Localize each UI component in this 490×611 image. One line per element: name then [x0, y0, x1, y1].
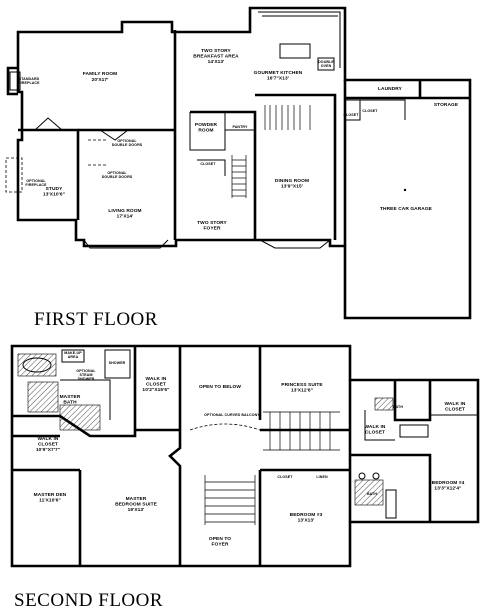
first-floor-title: FIRST FLOOR [34, 309, 158, 330]
first-floor-stair-main [231, 155, 247, 198]
make-up-counter [61, 349, 85, 363]
optional-balcony-label: OPTIONAL CURVED BALCONY [204, 413, 260, 417]
family-angle-2 [99, 129, 129, 141]
pantry-label: PANTRY [233, 125, 248, 129]
master-tub-basin [22, 357, 52, 373]
bath-2-tub [385, 489, 397, 519]
double-oven [317, 57, 335, 71]
bedroom4-wall [350, 453, 432, 522]
optional-doors [88, 139, 108, 166]
kitchen-counter [258, 11, 341, 68]
living-bay-window [83, 239, 169, 249]
shower-stall [104, 349, 131, 379]
foyer-dining-wall [190, 110, 257, 240]
storage-label: STORAGE [434, 102, 459, 108]
master-bath-inner [60, 379, 111, 420]
laundry-label: LAUNDRY [378, 86, 403, 92]
open-below-label: OPEN TO BELOW [199, 384, 241, 390]
bath-2-sink [358, 472, 366, 480]
bath-2-tile [354, 479, 384, 506]
powder-room-walls [189, 112, 226, 151]
garage-label: THREE CAR GARAGE [380, 206, 433, 212]
bath-2-label: BATH [367, 492, 377, 496]
kitchen-island [279, 43, 311, 59]
closet-right-label: CLOSET [362, 109, 378, 113]
walk-in-3-wall [364, 410, 395, 441]
family-angle [34, 117, 63, 131]
master-tub [17, 353, 57, 377]
first-floor-outer-wall [16, 6, 472, 320]
master-tub-tile [27, 381, 59, 413]
dining-bay-window [259, 239, 331, 249]
second-floor-title: SECOND FLOOR [14, 590, 163, 611]
bath-1-label: BATH [393, 405, 403, 409]
closet-label: CLOSET [277, 475, 293, 479]
standard-fireplace [6, 66, 18, 96]
bath-2-sink-2 [372, 472, 380, 480]
optional-fireplace [5, 157, 23, 193]
second-floor-stair-upper [263, 411, 340, 451]
garage-closet-2 [360, 99, 406, 120]
first-floor-stair-back [264, 105, 311, 130]
closet-left-label: CLOSET [343, 113, 359, 117]
closet-powder-label: CLOSET [200, 162, 216, 166]
master-bath-floor-tile [59, 404, 101, 431]
study-living-wall [48, 128, 80, 220]
linen-label: LINEN [316, 475, 328, 479]
suite-foyer-wall [168, 346, 182, 566]
garage-closet [345, 99, 361, 121]
kitchen-dining-wall [255, 93, 337, 240]
bath-1-walls [393, 380, 432, 422]
bath-1-tile [374, 397, 394, 411]
shower-label: SHOWER [109, 361, 126, 365]
closet-walls [197, 159, 226, 176]
optional-balcony-curve [189, 423, 261, 431]
garage-center-mark [403, 188, 407, 192]
fireplace-hearth [9, 71, 21, 91]
bath-1-tub [399, 424, 429, 438]
master-bath-wall [12, 346, 137, 438]
second-floor-stair-lower [204, 475, 256, 525]
